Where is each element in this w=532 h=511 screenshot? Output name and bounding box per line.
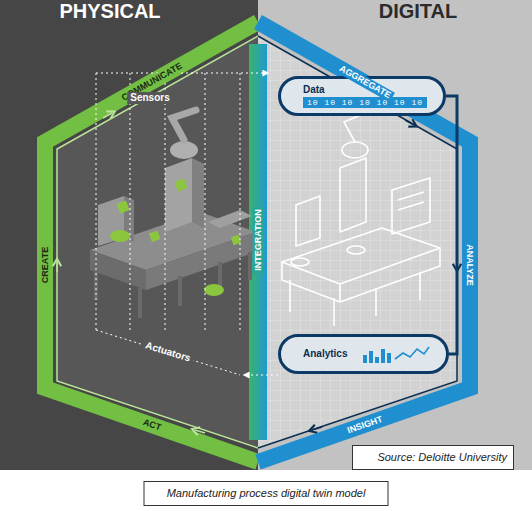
robot-head <box>170 141 198 159</box>
store-title: Analytics <box>303 348 347 360</box>
actuator-line <box>244 375 278 376</box>
sensor-line <box>130 73 131 330</box>
leg <box>178 276 182 306</box>
physical-machine <box>90 110 256 318</box>
machine-legs <box>96 252 250 318</box>
physical-loop-line <box>57 36 258 448</box>
sensor-lines <box>96 73 278 375</box>
analytics-chart <box>361 343 431 365</box>
physical-panel <box>57 36 258 448</box>
actuator-line <box>96 330 240 375</box>
digital-ground <box>258 0 532 470</box>
outline-panel <box>392 178 430 234</box>
arrow-head <box>405 120 414 125</box>
outline-leg <box>289 280 291 312</box>
digital-loop-line <box>258 36 457 448</box>
store-title: Data <box>303 84 325 96</box>
robot-column-side <box>192 158 204 228</box>
outline-arm <box>344 112 368 142</box>
outline-pad <box>291 258 309 266</box>
sensor-line <box>96 73 268 74</box>
leg <box>248 252 252 280</box>
digital-band <box>258 22 470 462</box>
sensor-line <box>165 73 166 330</box>
part-label: Sensors <box>127 92 172 104</box>
loop-step: ANALYZE <box>465 241 476 289</box>
loop-step: CREATE <box>40 244 51 286</box>
integration-band <box>249 44 267 440</box>
sensor-line <box>96 73 97 330</box>
arrow-head <box>195 430 205 433</box>
source-box: Source: Deloitte University <box>352 445 514 470</box>
side-heading: DIGITAL <box>376 0 461 23</box>
actuator-mark <box>204 284 224 296</box>
sensor-mark <box>175 179 188 192</box>
robot-column <box>165 158 192 232</box>
physical-ground <box>0 0 258 470</box>
leg <box>138 288 142 318</box>
outline-panel-line <box>398 202 424 210</box>
outline-block <box>296 196 320 246</box>
side-heading: PHYSICAL <box>56 0 163 23</box>
outline-panel-line <box>398 192 424 200</box>
chart-bar <box>387 353 391 363</box>
outline-top <box>282 228 440 284</box>
binary-strip: 10 10 10 10 10 10 10 <box>303 97 427 108</box>
sensor-mark <box>149 231 161 243</box>
arrow-head <box>312 427 322 430</box>
outline-side <box>282 248 440 302</box>
caption-box: Manufacturing process digital twin model <box>144 481 389 506</box>
outline-leg <box>375 288 377 316</box>
chart-bar <box>369 351 373 363</box>
digital-machine <box>282 112 440 326</box>
actuator-mark <box>110 230 130 242</box>
sensor-line <box>240 73 241 330</box>
source-note: Source: Deloitte University <box>377 451 507 464</box>
chart-line <box>395 347 429 359</box>
outline-head <box>342 142 368 158</box>
analytics-store: Analytics <box>278 334 449 374</box>
bus-connector <box>446 96 457 354</box>
outline-leg <box>333 298 335 326</box>
physical-band <box>45 22 258 462</box>
outline-column <box>340 158 366 232</box>
sensor-mark <box>117 201 130 214</box>
digital-grid <box>258 36 457 448</box>
chart-bar <box>375 357 379 363</box>
machine-front <box>90 250 146 290</box>
arrow-head <box>103 113 112 118</box>
chart-bar <box>381 349 385 363</box>
outline-leg <box>419 272 421 300</box>
integration-label: INTEGRATION <box>253 206 264 273</box>
machine-plate <box>208 210 252 228</box>
outline-edge <box>339 284 341 302</box>
chart-bar <box>363 355 367 363</box>
digital-panel <box>258 36 457 448</box>
robot-arm <box>172 110 196 140</box>
machine-side <box>146 232 256 290</box>
sensor-line <box>205 73 206 330</box>
outline-pad <box>347 246 365 254</box>
arrow-head <box>56 262 58 272</box>
